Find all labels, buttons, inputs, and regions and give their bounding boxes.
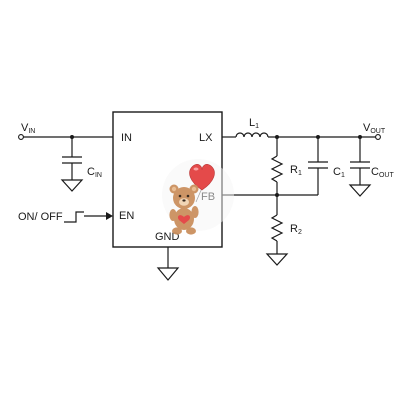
gnd-pin-label: GND — [155, 231, 180, 243]
vin-terminal — [18, 134, 113, 140]
cin-ground-icon — [60, 179, 84, 192]
r2-resistor — [270, 195, 284, 254]
l1-inductor — [235, 132, 269, 138]
vout-label: VOUT — [363, 122, 386, 135]
c1-capacitor — [308, 137, 328, 195]
in-pin-label: IN — [121, 132, 132, 144]
l1-label: L1 — [249, 117, 259, 130]
enable-pulse-icon — [64, 211, 84, 223]
lx-pin-label: LX — [199, 132, 213, 144]
r2-ground-icon — [265, 253, 289, 266]
vin-label: VIN — [21, 122, 35, 135]
r1-resistor — [270, 137, 284, 195]
r2-label: R2 — [290, 223, 302, 236]
ic-ground-icon — [156, 267, 180, 281]
teddy-bear-with-heart-balloon-icon — [162, 159, 234, 235]
cin-label: CIN — [87, 166, 102, 179]
cout-capacitor — [350, 137, 370, 185]
vout-terminal — [375, 134, 381, 140]
c1-label: C1 — [333, 166, 345, 179]
on-off-label: ON/ OFF — [18, 211, 63, 223]
cin-capacitor — [62, 137, 82, 180]
r1-label: R1 — [290, 164, 302, 177]
cout-ground-icon — [348, 184, 372, 197]
en-pin-label: EN — [119, 210, 134, 222]
cout-label: COUT — [371, 166, 394, 179]
en-arrow-icon — [84, 212, 113, 220]
